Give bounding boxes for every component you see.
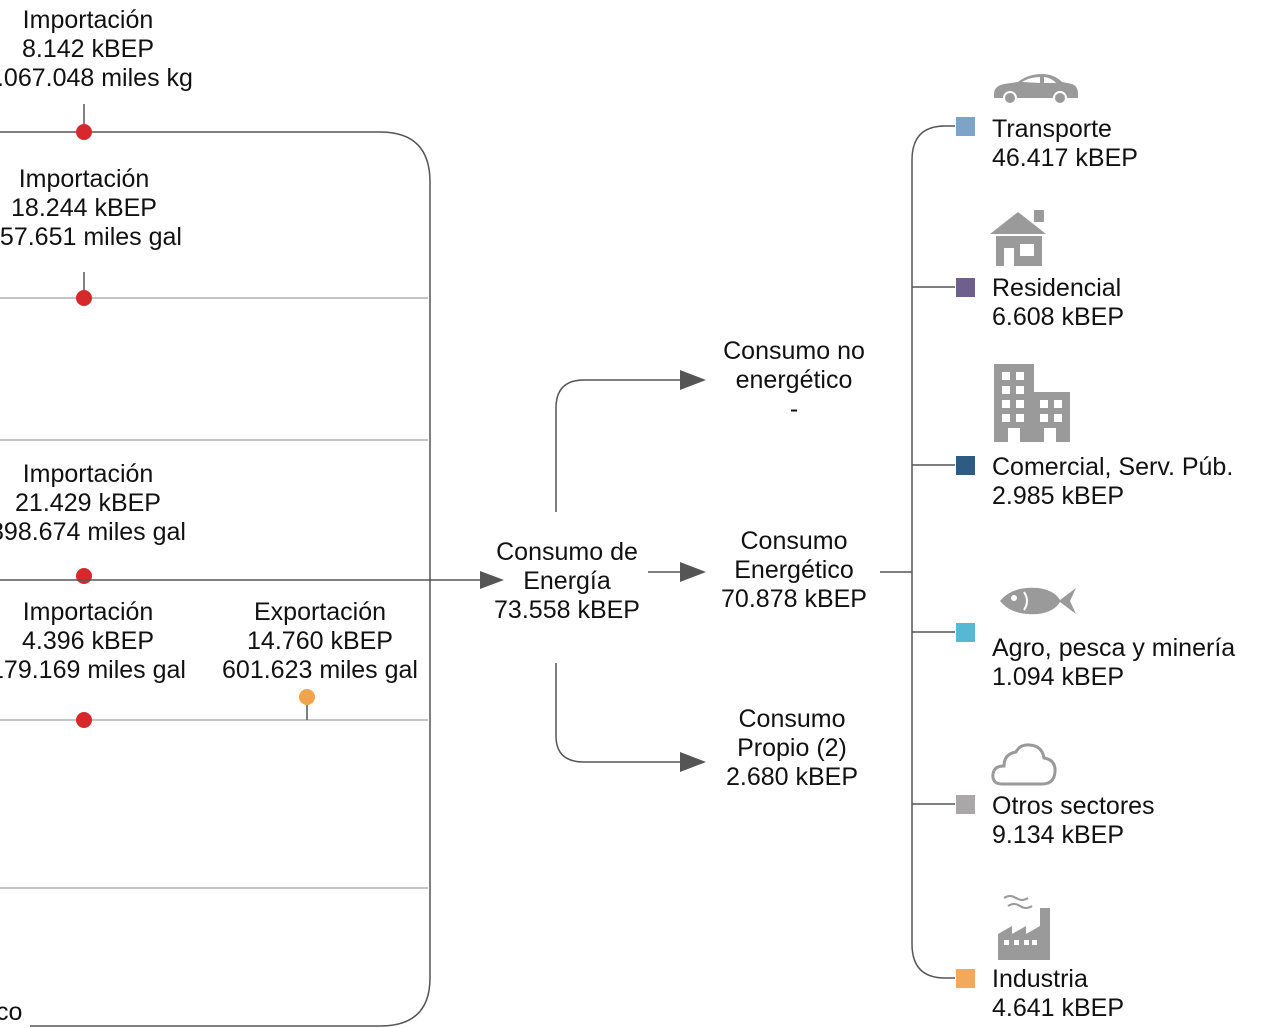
sector-otros: Otros sectores 9.134 kBEP (992, 792, 1155, 850)
sector-value: 1.094 kBEP (992, 663, 1125, 691)
import-3-energy: 21.429 kBEP (15, 489, 161, 517)
sector-comercial: Comercial, Serv. Púb. 2.985 kBEP (992, 453, 1233, 511)
no-energetico-line2: energético (735, 366, 853, 394)
left-container-outline (0, 131, 431, 1027)
bottom-fragment-label: co (0, 998, 23, 1026)
consumo-energetico-node: Consumo Energético 70.878 kBEP (721, 527, 867, 614)
energetico-line1: Consumo (740, 527, 848, 555)
arrow-head-consumo-energia (480, 571, 504, 589)
sector-residencial: Residencial 6.608 kBEP (992, 274, 1124, 332)
sector-industria: Industria 4.641 kBEP (992, 965, 1124, 1023)
consumo-energia-line2: Energía (523, 567, 611, 595)
consumo-propio-node: Consumo Propio (2) 2.680 kBEP (726, 705, 858, 792)
sector-value: 9.134 kBEP (992, 821, 1125, 849)
import-4-title: Importación (22, 598, 154, 626)
sector-bracket (911, 125, 955, 979)
fish-icon (1000, 587, 1076, 615)
propio-line2: Propio (2) (737, 734, 847, 762)
propio-value: 2.680 kBEP (725, 763, 859, 791)
export-1-energy: 14.760 kBEP (247, 627, 393, 655)
import-dot-3 (76, 568, 92, 584)
export-dot-1 (299, 689, 315, 705)
import-1-volume: 1.067.048 miles kg (0, 64, 193, 92)
sector-name: Residencial (992, 274, 1122, 302)
transporte-swatch (956, 117, 975, 136)
sector-name: Transporte (992, 115, 1112, 143)
arrow-head-no-energetico (680, 370, 706, 390)
import-3-volume: 898.674 miles gal (0, 518, 186, 546)
residencial-swatch (956, 278, 975, 297)
import-2-title: Importación (18, 165, 150, 193)
energetico-value: 70.878 kBEP (721, 585, 867, 613)
arrow-head-energetico (680, 562, 706, 582)
import-label-3: Importación 21.429 kBEP 898.674 miles ga… (0, 460, 186, 547)
house-icon (990, 210, 1046, 266)
energetico-line2: Energético (734, 556, 854, 584)
sector-value: 2.985 kBEP (992, 482, 1125, 510)
comercial-swatch (956, 456, 975, 475)
otros-swatch (956, 795, 975, 814)
import-label-4: Importación 4.396 kBEP 179.169 miles gal (0, 598, 186, 685)
sector-name: Otros sectores (992, 792, 1155, 820)
export-label-1: Exportación 14.760 kBEP 601.623 miles ga… (222, 598, 418, 685)
no-energetico-value: - (789, 395, 799, 423)
industria-swatch (956, 969, 975, 988)
sector-value: 6.608 kBEP (992, 303, 1125, 331)
car-icon (994, 74, 1078, 105)
import-dot-4 (76, 712, 92, 728)
building-icon (994, 364, 1070, 442)
consumo-no-energetico-node: Consumo no energético - (723, 337, 865, 424)
consumo-energia-node: Consumo de Energía 73.558 kBEP (494, 538, 640, 625)
sector-value: 4.641 kBEP (992, 994, 1125, 1022)
factory-icon (998, 895, 1050, 960)
sector-agro: Agro, pesca y minería 1.094 kBEP (992, 634, 1235, 692)
export-1-volume: 601.623 miles gal (222, 656, 418, 684)
import-1-title: Importación (22, 6, 154, 34)
agro-swatch (956, 623, 975, 642)
no-energetico-line1: Consumo no (723, 337, 865, 365)
import-label-1: Importación 8.142 kBEP 1.067.048 miles k… (0, 6, 193, 93)
sector-value: 46.417 kBEP (992, 144, 1138, 172)
import-2-energy: 18.244 kBEP (11, 194, 157, 222)
import-dot-2 (76, 290, 92, 306)
import-3-title: Importación (22, 460, 154, 488)
import-4-energy: 4.396 kBEP (21, 627, 155, 655)
import-label-2: Importación 18.244 kBEP 757.651 miles ga… (0, 165, 182, 252)
import-4-volume: 179.169 miles gal (0, 656, 186, 684)
consumo-energia-value: 73.558 kBEP (494, 596, 640, 624)
propio-line1: Consumo (738, 705, 846, 733)
sector-transporte: Transporte 46.417 kBEP (992, 115, 1138, 173)
import-2-volume: 757.651 miles gal (0, 223, 182, 251)
consumo-energia-line1: Consumo de (496, 538, 638, 566)
arrow-head-propio (680, 752, 706, 772)
import-1-energy: 8.142 kBEP (21, 35, 155, 63)
sector-name: Comercial, Serv. Púb. (992, 453, 1234, 481)
export-1-title: Exportación (253, 598, 387, 626)
import-dot-1 (76, 124, 92, 140)
sector-name: Agro, pesca y minería (992, 634, 1236, 662)
sector-name: Industria (992, 965, 1088, 993)
cloud-icon (991, 743, 1057, 786)
